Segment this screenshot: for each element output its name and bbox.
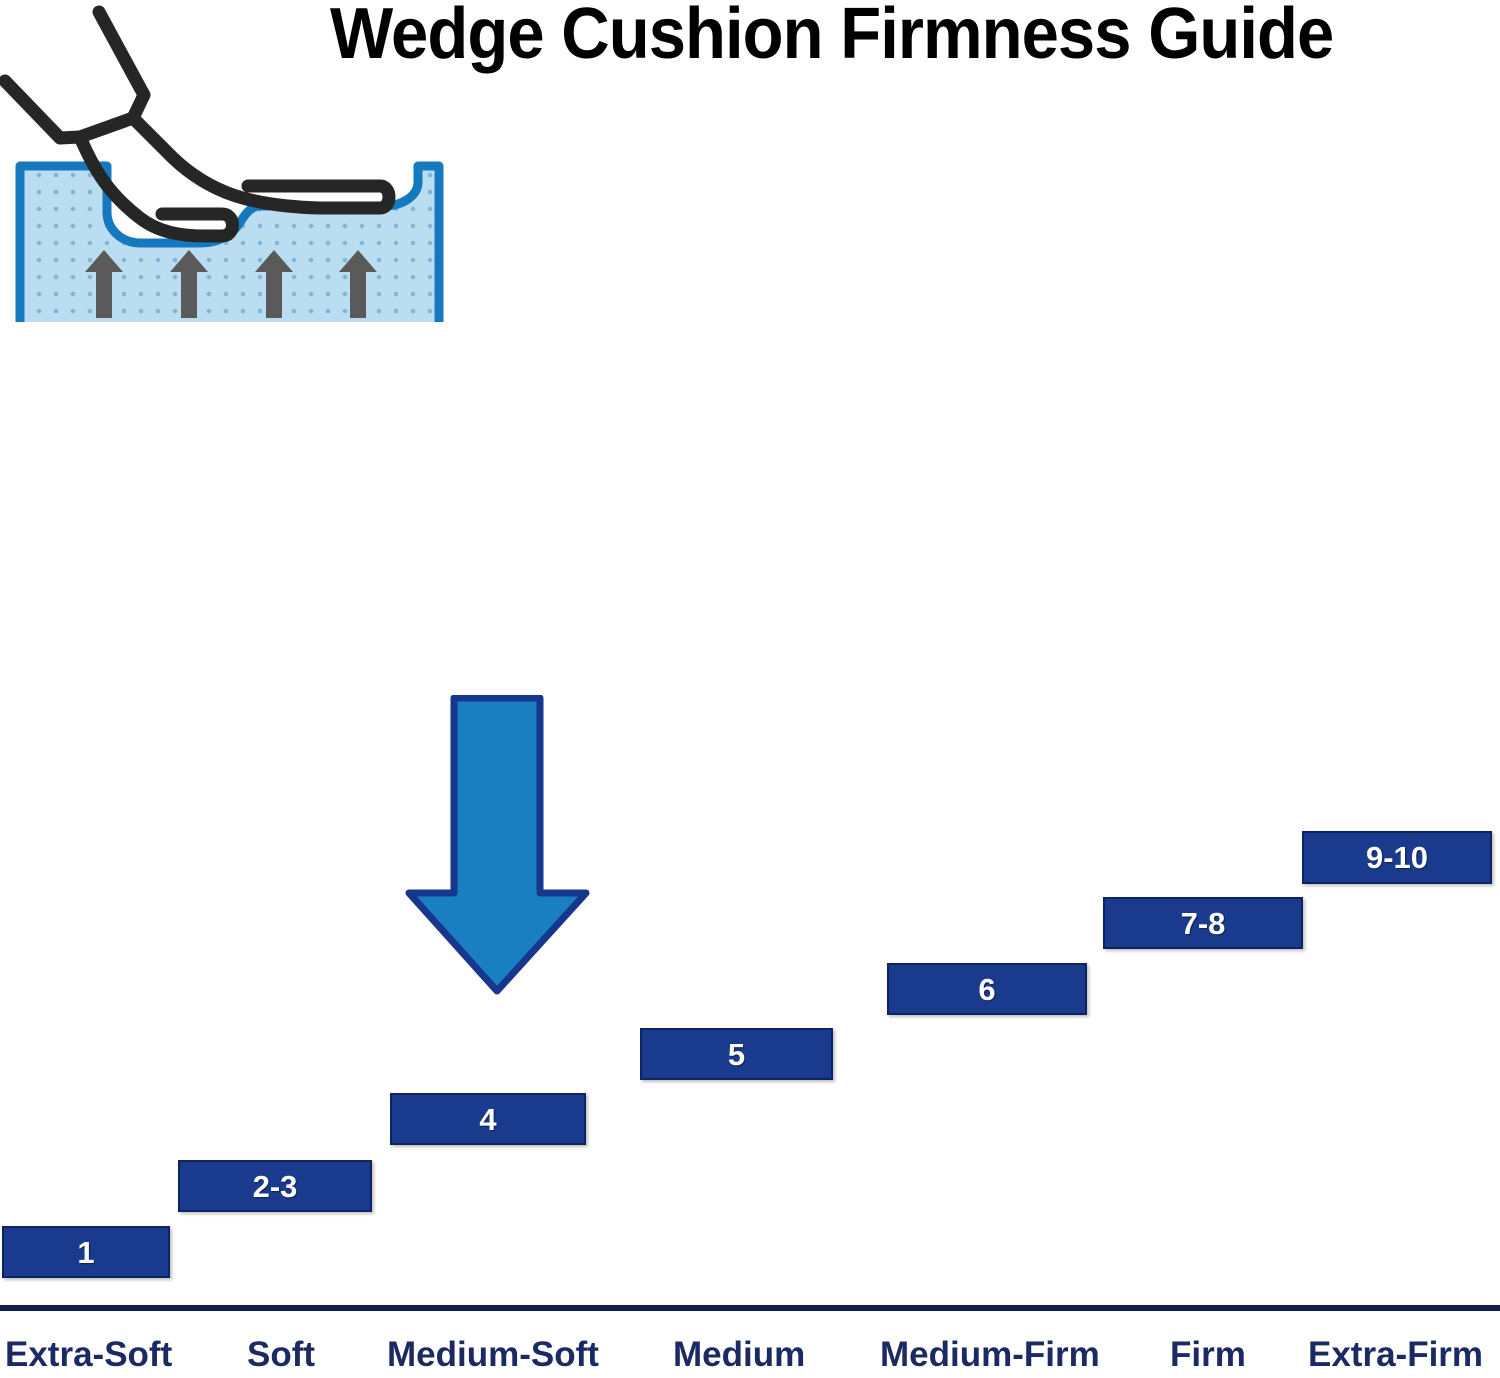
wedge-cushion-illustration [0,0,470,340]
recommended-firmness-arrow [405,694,590,995]
tick-label-extra-firm: Extra-Firm [1308,1335,1484,1374]
x-axis-line [0,1305,1500,1311]
tick-label-extra-soft: Extra-Soft [5,1335,173,1374]
seated-person-outline [0,5,396,243]
bar-soft[interactable]: 2-3 [178,1160,372,1212]
foam-support-arrows [85,250,377,318]
bar-value-label: 7-8 [1180,905,1226,941]
page-title: Wedge Cushion Firmness Guide [330,0,1334,74]
tick-label-firm: Firm [1170,1335,1246,1374]
bar-value-label: 9-10 [1365,840,1429,875]
bar-medium-soft[interactable]: 4 [390,1093,586,1145]
bar-medium-firm[interactable]: 6 [887,963,1087,1015]
tick-label-medium-soft: Medium-Soft [387,1335,599,1374]
tick-label-medium-firm: Medium-Firm [880,1335,1100,1374]
support-arrow-icon [255,250,293,318]
tick-label-medium: Medium [673,1335,806,1374]
cushion-outline [15,161,444,322]
support-arrow-icon [170,250,208,318]
bar-value-label: 2-3 [252,1168,298,1204]
support-arrow-icon [339,250,377,318]
support-arrow-icon [85,250,123,318]
bar-value-label: 6 [978,971,996,1007]
bar-value-label: 4 [479,1101,497,1137]
bar-firm[interactable]: 7-8 [1103,897,1303,949]
bar-extra-soft[interactable]: 1 [2,1226,170,1278]
bar-extra-firm[interactable]: 9-10 [1302,831,1492,884]
bar-value-label: 1 [77,1234,95,1270]
bar-medium[interactable]: 5 [640,1028,833,1080]
bar-value-label: 5 [727,1036,746,1072]
cushion-foam-body [18,165,440,322]
tick-label-soft: Soft [247,1335,316,1374]
